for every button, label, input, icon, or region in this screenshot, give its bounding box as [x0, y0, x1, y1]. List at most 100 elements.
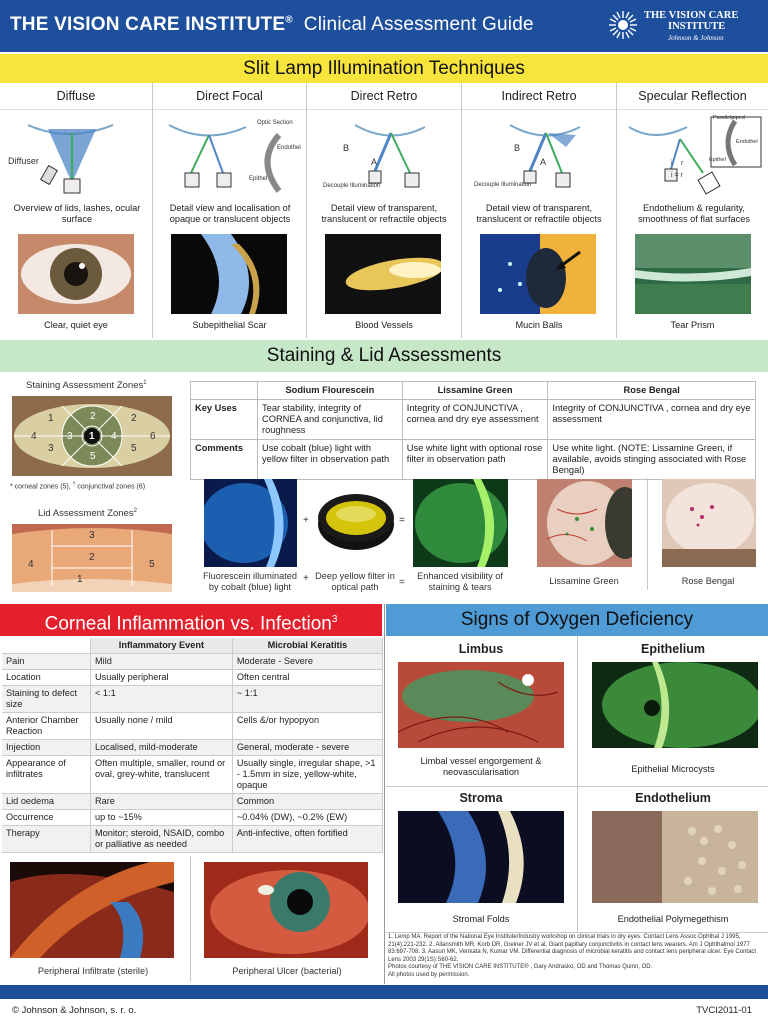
- photo-fluorescein-cobalt: [204, 479, 297, 567]
- photo-lissamine-green: [537, 479, 632, 567]
- technique-name: Specular Reflection: [617, 83, 768, 110]
- table-header-row: Inflammatory Event Microbial Keratitis: [2, 638, 384, 654]
- guide-subtitle: Clinical Assessment Guide: [303, 14, 534, 35]
- divider: [386, 932, 768, 933]
- diffuse-illumination-diagram: [27, 124, 114, 194]
- divider: [384, 604, 385, 984]
- technique-column-diffuse: Diffuse Diffuser Overview of lids, lashe…: [0, 83, 153, 338]
- inflammation-vs-infection-table: Inflammatory Event Microbial Keratitis P…: [2, 638, 384, 853]
- diagram-label: Endothel: [736, 139, 758, 145]
- row-label: Injection: [2, 739, 91, 756]
- technique-name: Diffuse: [0, 83, 152, 110]
- technique-description: Endothelium & regularity, smoothness of …: [638, 203, 750, 224]
- table-cell: Rare: [90, 793, 233, 810]
- photo-yellow-filter: [318, 494, 394, 550]
- photo-endothelium: [592, 811, 758, 903]
- table-cell: Anti-infective, often fortified: [232, 825, 384, 853]
- lid-zone-number: 1: [77, 574, 83, 585]
- copyright-text: © Johnson & Johnson, s. r. o.: [12, 1005, 137, 1016]
- photo-peripheral-ulcer: [204, 862, 368, 958]
- photo-subepithelial-scar: [171, 234, 287, 314]
- table-cell: Use white light. (NOTE: Lissamine Green,…: [547, 439, 756, 480]
- table-cell: Use white light with optional rose filte…: [401, 439, 549, 480]
- conj-zone-number: 1: [48, 413, 54, 424]
- photo-caption: Deep yellow filter in optical path: [315, 571, 395, 592]
- table-cell: Usually peripheral: [90, 669, 233, 686]
- diagram-label: Endothel: [277, 145, 301, 151]
- references-footnotes: 1. Lemp MA. Report of the National Eye I…: [388, 934, 764, 979]
- photo-caption: Clear, quiet eye: [44, 320, 108, 330]
- photo-peripheral-infiltrate: [10, 862, 174, 958]
- photo-caption: Stromal Folds: [452, 914, 510, 924]
- oxygen-section-title: Signs of Oxygen Deficiency: [386, 604, 768, 636]
- technique-description: Detail view of transparent, translucent …: [321, 203, 447, 224]
- table-cell: Mild: [90, 653, 233, 670]
- photo-enhanced-staining: [413, 479, 508, 567]
- diagram-label: Optic Section: [257, 120, 293, 126]
- slit-lamp-section-title: Slit Lamp Illumination Techniques: [0, 54, 768, 83]
- table-cell: Use cobalt (blue) light with yellow filt…: [257, 439, 403, 480]
- table-cell: Tear stability, integrity of CORNEA and …: [257, 399, 403, 440]
- conj-zone-number: 3: [48, 443, 54, 454]
- diagram-label: i = r: [671, 172, 683, 179]
- diagram-label: Diffuser: [8, 156, 39, 166]
- cornea-zone-number: 3: [67, 431, 73, 442]
- table-cell: up to ~15%: [90, 809, 233, 826]
- row-label: Lid oedema: [2, 793, 91, 810]
- page-title: THE VISION CARE INSTITUTE® Clinical Asse…: [10, 14, 534, 36]
- table-header: [190, 381, 258, 400]
- divider: [386, 786, 768, 787]
- cornea-zone-number: 1: [89, 431, 95, 442]
- cell-title: Epithelium: [641, 642, 705, 656]
- photo-credits: Photos courtesy of THE VISION CARE INSTI…: [388, 964, 653, 970]
- table-cell: Often central: [232, 669, 384, 686]
- photo-tear-prism: [635, 234, 751, 314]
- table-cell: Usually none / mild: [90, 712, 233, 740]
- table-row: Staining to defect size< 1:1~ 1:1: [2, 685, 384, 713]
- table-header: Inflammatory Event: [90, 638, 233, 654]
- diagram-label: Parallelpiped: [713, 115, 745, 121]
- technique-column-direct-focal: Direct Focal Optic Section Endothel Epit…: [153, 83, 307, 338]
- lid-zone-number: 3: [89, 530, 95, 541]
- table-cell: ~0.04% (DW), ~0.2% (EW): [232, 809, 384, 826]
- photo-caption: Tear Prism: [670, 320, 715, 330]
- registered-mark: ®: [285, 14, 293, 26]
- photo-caption: Endothelial Polymegethism: [617, 914, 729, 924]
- table-cell: Usually single, irregular shape, >1 - 1.…: [232, 755, 384, 794]
- table-row: Comments Use cobalt (blue) light with ye…: [190, 439, 756, 480]
- photo-clear-quiet-eye: [18, 234, 134, 314]
- specular-reflection-diagram: [628, 116, 762, 195]
- diagram-label: A: [540, 157, 547, 167]
- photo-limbus: [398, 662, 564, 748]
- technique-name: Direct Focal: [153, 83, 306, 110]
- table-cell: ~ 1:1: [232, 685, 384, 713]
- references-text: 1. Lemp MA. Report of the National Eye I…: [388, 934, 757, 963]
- staining-zones-label: Staining Assessment Zones1: [26, 380, 147, 392]
- plus-sign: +: [303, 515, 309, 526]
- table-header: Sodium Flourescein: [257, 381, 403, 400]
- cell-title: Endothelium: [635, 791, 711, 805]
- technique-column-specular: Specular Reflection Parallelpiped Endoth…: [617, 83, 768, 338]
- table-cell: Integrity of CONJUNCTIVA , cornea and dr…: [401, 399, 549, 440]
- oxygen-cell-endothelium: Endothelium Endothelial Polymegethism: [578, 787, 768, 932]
- lid-zones-label: Lid Assessment Zones2: [38, 508, 137, 520]
- indirect-retro-diagram: [509, 124, 581, 188]
- cell-title: Stroma: [459, 791, 503, 805]
- lid-zone-number: 4: [28, 559, 34, 570]
- row-label: Key Uses: [190, 399, 258, 440]
- brand-name: THE VISION CARE INSTITUTE: [10, 14, 286, 35]
- vision-care-logo: THE VISION CARE INSTITUTE Johnson & John…: [606, 8, 766, 46]
- logo-text-line1: THE VISION CARE: [644, 10, 739, 21]
- table-cell: Often multiple, smaller, round or oval, …: [90, 755, 233, 794]
- diagram-label: A: [371, 157, 378, 167]
- zones-footnote: * corneal zones (5), † conjunctival zone…: [10, 481, 146, 491]
- photo-caption: Rose Bengal: [681, 576, 735, 586]
- equals-sign: =: [399, 515, 405, 526]
- row-label: Occurrence: [2, 809, 91, 826]
